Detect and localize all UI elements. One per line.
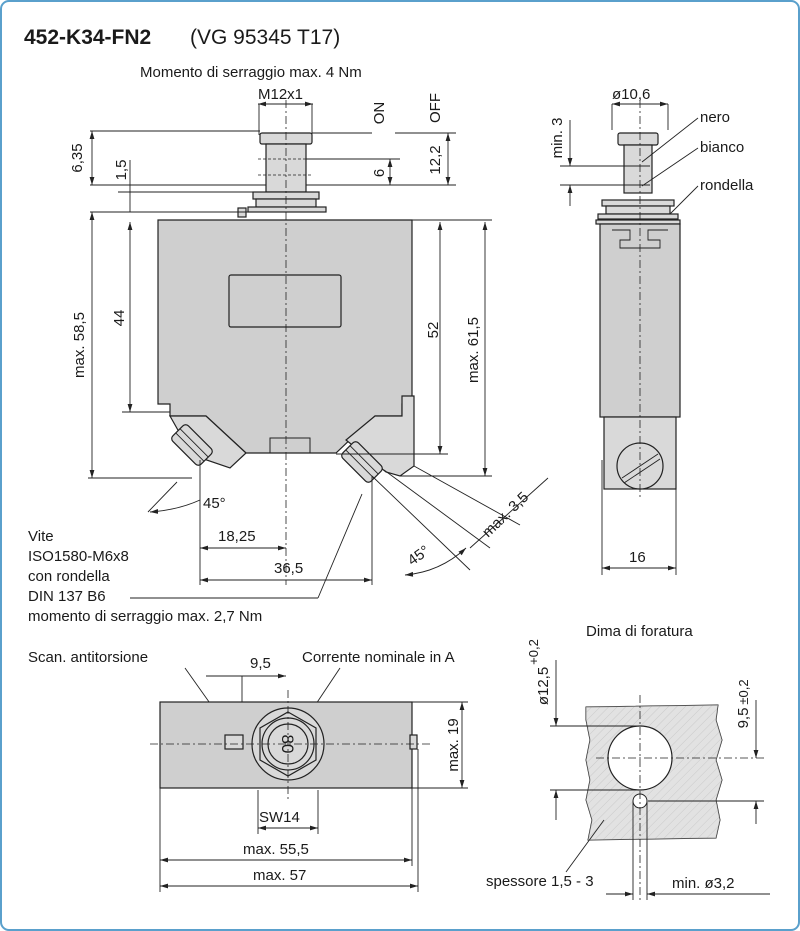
off-label: OFF	[427, 93, 444, 123]
dim-max-57: max. 57	[253, 867, 306, 884]
dim-18-25: 18,25	[218, 528, 256, 545]
dim-45-right: 45°	[405, 542, 433, 569]
label-nero: nero	[700, 109, 730, 126]
rated-current-value: 80	[278, 735, 297, 754]
label-rondella: rondella	[700, 177, 754, 194]
dim-6: 6	[371, 169, 388, 177]
dim-12-2: 12,2	[427, 145, 444, 174]
dim-16: 16	[629, 549, 646, 566]
dim-52: 52	[425, 322, 442, 339]
label-window	[228, 274, 342, 328]
dim-44: 44	[111, 310, 128, 327]
hole-small-label: min. ø3,2	[672, 875, 735, 892]
dim-max-58-5: max. 58,5	[71, 312, 88, 378]
side-button-cap	[617, 132, 659, 146]
torque-top-label: Momento di serraggio max. 4 Nm	[140, 64, 362, 81]
thread-label: M12x1	[258, 86, 303, 103]
screw-note-5: momento di serraggio max. 2,7 Nm	[28, 608, 262, 625]
part-number: 452-K34-FN2	[24, 26, 151, 49]
dim-max-3-5: max. 3,5	[479, 489, 532, 541]
dim-6-35: 6,35	[69, 143, 86, 172]
screw-note-2: ISO1580-M6x8	[28, 548, 129, 565]
side-button-shaft	[623, 144, 653, 194]
spec-label: (VG 95345 T17)	[190, 26, 340, 49]
anti-twist-tab	[224, 734, 244, 750]
dim-36-5: 36,5	[274, 560, 303, 577]
dim-max-61-5: max. 61,5	[465, 317, 482, 383]
dim-min-3: min. 3	[549, 118, 566, 159]
sw-label: SW14	[259, 809, 300, 826]
front-view: Momento di serraggio max. 4 Nm M12x1	[28, 64, 549, 625]
screw-note-4: DIN 137 B6	[28, 588, 106, 605]
anti-twist-label: Scan. antitorsione	[28, 649, 148, 666]
drilling-title: Dima di foratura	[586, 623, 693, 640]
offset-dim: 9,5	[735, 708, 752, 729]
thickness-label: spessore 1,5 - 3	[486, 873, 594, 890]
drilling-template: Dima di foratura ø12,5 +0,2 9,5 ±0,2 spe…	[486, 623, 770, 900]
on-label: ON	[371, 102, 388, 125]
dim-1-5: 1,5	[113, 160, 130, 181]
washer	[247, 206, 327, 213]
offset-tol: ±0,2	[736, 679, 751, 704]
top-view: Scan. antitorsione 9,5 Corrente nominale…	[28, 649, 468, 892]
rated-current-label: Corrente nominale in A	[302, 649, 455, 666]
dim-45-left: 45°	[203, 495, 226, 512]
dim-10-6: ø10,6	[612, 86, 650, 103]
side-view: ø10,6 min. 3 nero bianco rondella 16	[549, 86, 754, 575]
screw-note-3: con rondella	[28, 568, 110, 585]
hole-main-tol: +0,2	[526, 639, 541, 665]
dim-max-19: max. 19	[445, 718, 462, 771]
label-bianco: bianco	[700, 139, 744, 156]
terminal-left	[168, 415, 247, 469]
hole-main-dim: ø12,5	[535, 667, 552, 705]
screw-note-1: Vite	[28, 528, 54, 545]
dim-9-5: 9,5	[250, 655, 271, 672]
dim-max-55-5: max. 55,5	[243, 841, 309, 858]
